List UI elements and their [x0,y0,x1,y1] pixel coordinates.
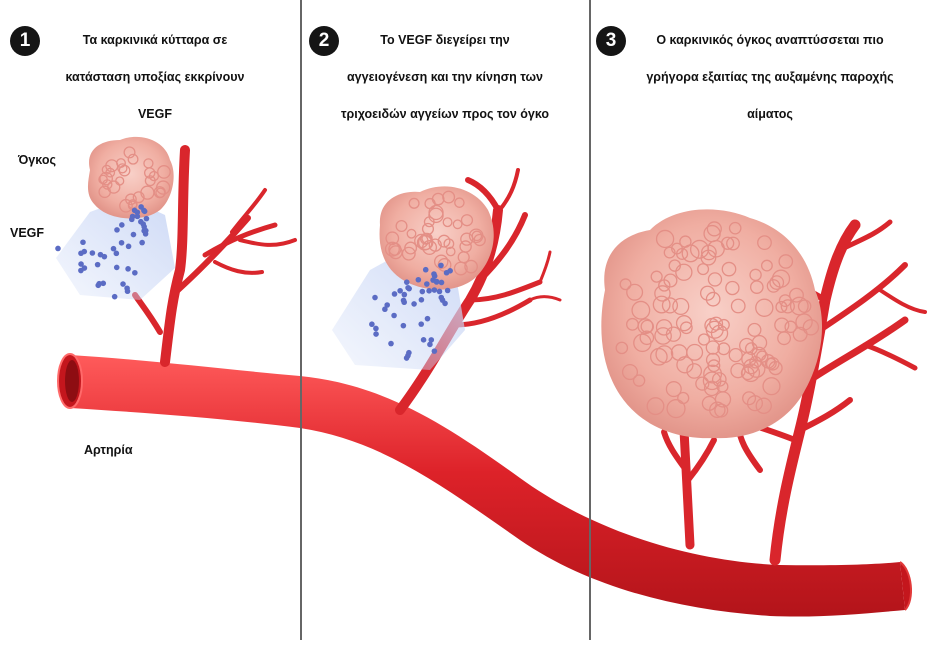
vegf-label: VEGF [10,226,44,240]
vegf-molecule [114,227,120,233]
vegf-molecule [80,239,86,245]
vegf-molecule [404,279,410,285]
vegf-molecule [369,321,375,327]
vegf-molecule [124,285,130,291]
vegf-molecule [373,326,379,332]
vegf-molecule [440,297,446,303]
vegf-molecule [401,299,407,305]
caption-3-line-3: αίματος [610,96,930,133]
caption-2-line-1: Το VEGF διεγείρει την [305,22,585,59]
vegf-molecule [444,270,450,276]
caption-1-line-2: κατάσταση υποξίας εκκρίνουν [40,59,270,96]
vegf-molecule [432,273,438,279]
vegf-molecule [382,306,388,312]
vegf-molecule [126,244,132,250]
vegf-molecule [401,323,407,329]
vegf-molecule [445,288,451,294]
vegf-molecule [424,281,430,287]
vegf-molecule [95,282,101,288]
artery-label: Αρτηρία [84,443,133,457]
vegf-molecule [81,249,87,255]
vegf-molecule [425,316,431,322]
vegf-molecule [111,246,117,252]
vegf-molecule [142,209,148,215]
vegf-molecule [404,355,410,361]
caption-1-line-3: VEGF [40,96,270,133]
vegf-molecule [139,240,145,246]
vegf-molecule [373,331,379,337]
vegf-molecule [427,342,433,348]
vegf-molecule [437,289,443,295]
vegf-molecule [420,289,426,295]
vegf-molecule [418,321,424,327]
vegf-molecule [391,313,397,319]
vegf-molecule [102,254,108,260]
vegf-molecule [405,285,411,291]
vegf-molecule [392,291,398,297]
vegf-molecule [129,217,135,223]
vegf-molecule [432,287,438,293]
vegf-molecule [141,228,147,234]
vegf-molecule [419,297,425,303]
vegf-molecule [372,295,378,301]
vegf-molecule [132,270,138,276]
vegf-molecule [55,246,61,252]
vegf-molecule [138,219,144,225]
vegf-molecule [439,280,445,286]
caption-2-line-2: αγγειογένεση και την κίνηση των [305,59,585,96]
caption-panel-1: Τα καρκινικά κύτταρα σε κατάσταση υποξία… [40,22,270,133]
caption-3-line-2: γρήγορα εξαιτίας της αυξαμένης παροχής [610,59,930,96]
caption-panel-3: Ο καρκινικός όγκος αναπτύσσεται πιο γρήγ… [610,22,930,133]
tumor-label: Όγκος [18,153,56,167]
vegf-molecule [114,265,120,271]
vegf-molecule [438,263,444,269]
vegf-molecule [95,262,101,268]
vegf-molecule [402,292,408,298]
vegf-molecule [434,279,440,285]
vegf-molecule [135,209,141,215]
vegf-molecule [120,281,126,287]
vegf-molecule [125,266,131,272]
vegf-molecule [144,216,150,222]
vegf-molecule [388,341,394,347]
vegf-molecule [112,294,118,300]
vegf-molecule [421,337,427,343]
vegf-molecule [119,222,125,228]
vegf-molecule [397,288,403,294]
vegf-molecule [82,265,88,271]
vegf-molecule [119,240,125,246]
caption-2-line-3: τριχοειδών αγγείων προς τον όγκο [305,96,585,133]
caption-panel-2: Το VEGF διεγείρει την αγγειογένεση και τ… [305,22,585,133]
vegf-molecule [131,232,137,238]
vegf-molecule [90,250,96,256]
vegf-molecule [426,288,432,294]
vegf-molecule [423,267,429,273]
vegf-molecule [416,277,422,283]
caption-1-line-1: Τα καρκινικά κύτταρα σε [40,22,270,59]
step-badge-1: 1 [10,26,40,56]
vegf-molecule [114,251,120,257]
caption-3-line-1: Ο καρκινικός όγκος αναπτύσσεται πιο [610,22,930,59]
vegf-molecule [411,301,417,307]
vegf-molecule [432,348,438,354]
